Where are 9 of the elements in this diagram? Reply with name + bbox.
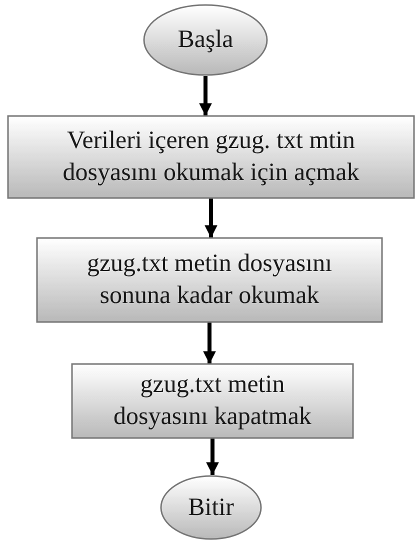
arrow — [206, 438, 219, 475]
arrow — [203, 322, 216, 364]
node-text: gzug.txt metin dosyasını sonuna kadar okumak — [86, 249, 334, 311]
arrow — [204, 198, 218, 238]
node-text: Başla — [178, 25, 234, 55]
arrow — [199, 76, 212, 116]
node-text: gzug.txt metin dosyasını kapatmak — [112, 370, 312, 432]
node-text: Verileri içeren gzug. txt mtin dosyasını okumak için açmak — [62, 126, 360, 188]
node-text: Bitir — [188, 492, 234, 522]
